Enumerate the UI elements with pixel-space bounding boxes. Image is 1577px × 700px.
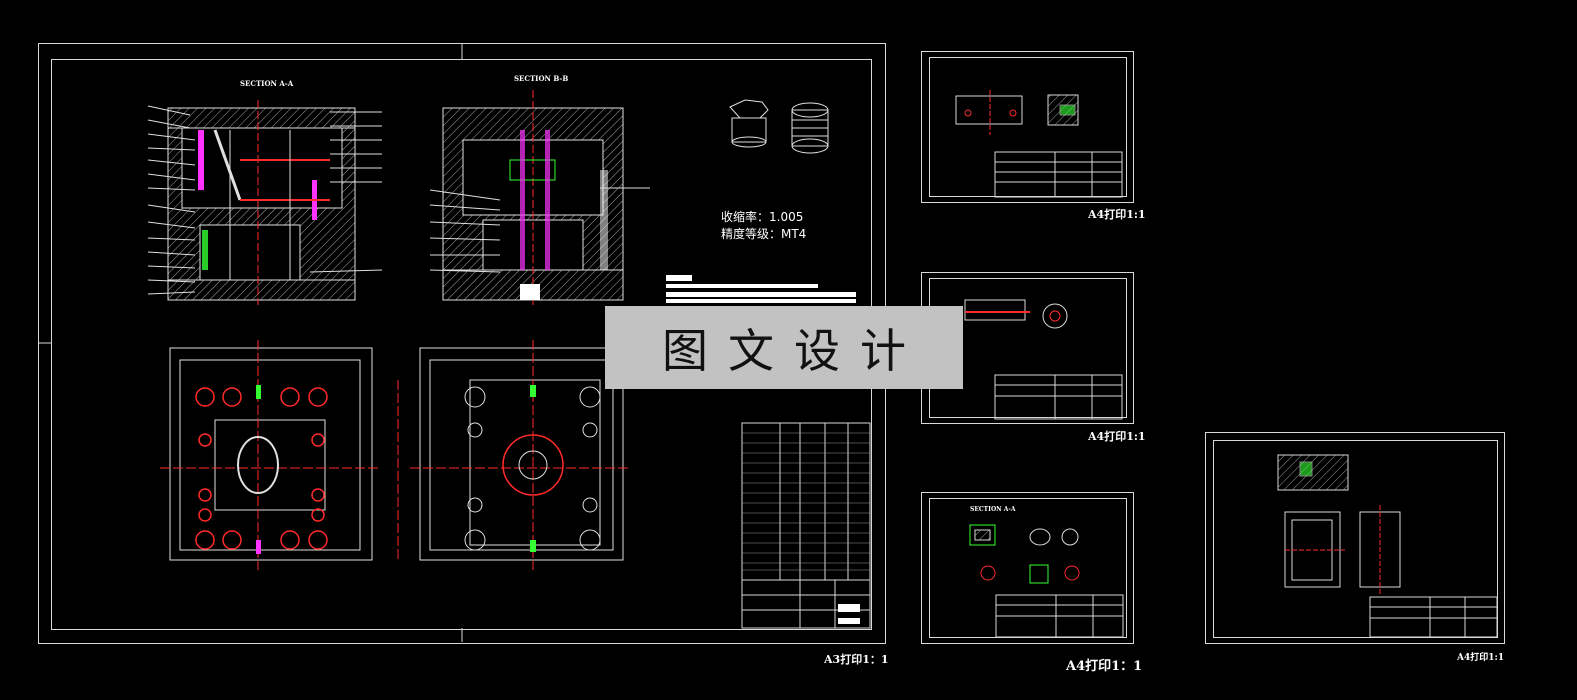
small-sheet-2-print-label: A4打印1:1 (1088, 430, 1146, 443)
bom-row-lines (742, 432, 870, 571)
product-3d-sketches (729, 99, 829, 154)
precision-text: 精度等级：MT4 (721, 227, 807, 241)
small-sheet-4[interactable] (1205, 432, 1505, 644)
title-block-mark (838, 604, 860, 612)
small-sheet-2-drawing (964, 299, 1123, 420)
watermark-text: 图文设计 (662, 323, 926, 378)
watermark-banner: 图文设计 (605, 306, 963, 389)
section-b-b-view (429, 90, 650, 305)
small-sheet-3[interactable] (921, 492, 1134, 644)
small-sheet-3-print-label: A4打印1：1 (1066, 659, 1143, 674)
small-sheet-1-drawing (955, 90, 1123, 198)
plan-view-right (410, 340, 630, 570)
small-sheet-1-frame (929, 57, 1127, 197)
plan-view-left (160, 340, 399, 570)
section-a-a-view (147, 100, 383, 305)
small-sheet-1[interactable] (921, 51, 1134, 203)
small-sheet-1-print-label: A4打印1:1 (1088, 208, 1146, 221)
main-print-label: A3打印1：1 (824, 653, 889, 666)
section-b-b-label: SECTION B-B (514, 74, 569, 83)
small-sheet-3-section-label: SECTION A-A (970, 506, 1016, 513)
bom-table (741, 422, 871, 629)
mold-parameters: 收缩率：1.005 精度等级：MT4 (721, 209, 806, 243)
section-a-a-label: SECTION A-A (240, 79, 294, 88)
title-bars (666, 275, 856, 303)
small-sheet-4-frame (1213, 440, 1498, 638)
small-sheet-3-frame (929, 498, 1127, 638)
small-sheet-4-print-label: A4打印1:1 (1457, 653, 1505, 663)
shrinkage-text: 收缩率：1.005 (721, 210, 804, 224)
